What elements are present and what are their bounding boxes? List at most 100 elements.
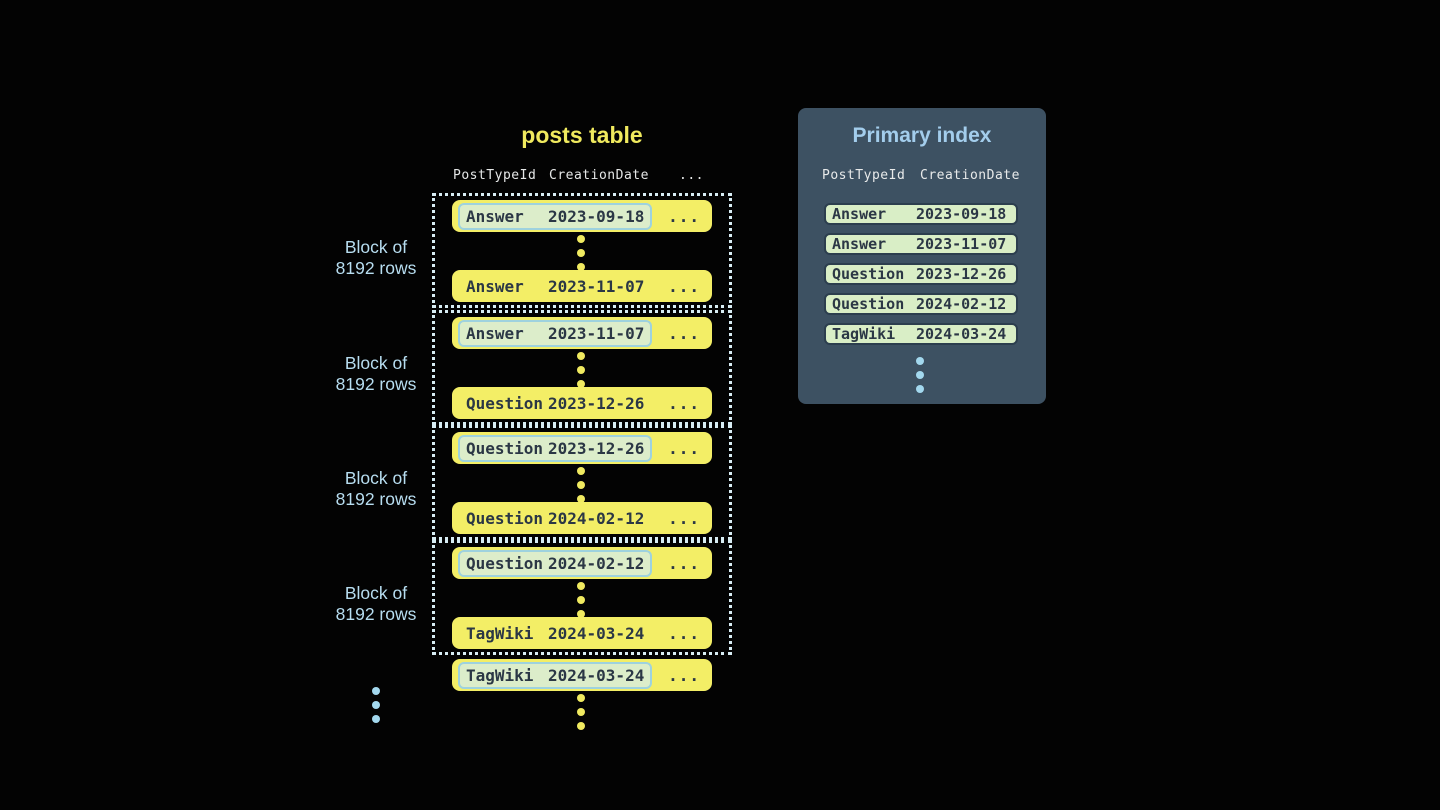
primary-index-title: Primary index — [852, 124, 992, 147]
dot — [577, 380, 585, 388]
table-row-block-first: Answer 2023-09-18 ... — [452, 200, 712, 232]
dot — [916, 357, 924, 365]
vertical-ellipsis-dots — [577, 352, 585, 388]
more-rows-dots — [577, 694, 585, 730]
row-posttypeid: Question — [466, 393, 544, 413]
row-ellipsis: ... — [668, 553, 700, 573]
row-creationdate: 2023-09-18 — [548, 206, 645, 226]
row-creationdate: 2023-12-26 — [548, 393, 645, 413]
dot — [577, 694, 585, 702]
block-label: Block of 8192 rows — [335, 353, 417, 394]
row-highlight-box: TagWiki 2024-03-24 — [458, 661, 653, 689]
dot — [577, 467, 585, 475]
row-ellipsis: ... — [668, 323, 700, 343]
table-row-block-last: Question 2023-12-26 ... — [452, 387, 712, 419]
row-cells: Answer 2023-11-07 — [458, 273, 652, 300]
more-blocks-dots — [372, 687, 380, 723]
index-row-posttypeid: Question — [832, 265, 905, 283]
index-row-creationdate: 2023-09-18 — [916, 205, 1007, 223]
index-row: Answer 2023-11-07 — [824, 233, 1018, 255]
index-row-posttypeid: Question — [832, 295, 905, 313]
table-row-block-first: Question 2023-12-26 ... — [452, 432, 712, 464]
index-row: Answer 2023-09-18 — [824, 203, 1018, 225]
row-posttypeid: Question — [466, 553, 544, 573]
row-creationdate: 2023-12-26 — [548, 438, 645, 458]
index-row-creationdate: 2023-12-26 — [916, 265, 1007, 283]
index-row-creationdate: 2024-02-12 — [916, 295, 1007, 313]
dot — [372, 687, 380, 695]
index-row-posttypeid: Answer — [832, 205, 887, 223]
table-row-block-last: Answer 2023-11-07 ... — [452, 270, 712, 302]
row-posttypeid: Answer — [466, 206, 524, 226]
row-creationdate: 2024-02-12 — [548, 508, 645, 528]
row-ellipsis: ... — [668, 665, 700, 685]
vertical-ellipsis-dots — [577, 467, 585, 503]
index-col-header-creationdate: CreationDate — [920, 168, 1020, 183]
dot — [577, 495, 585, 503]
dot — [577, 596, 585, 604]
row-creationdate: 2023-11-07 — [548, 276, 645, 296]
row-creationdate: 2024-02-12 — [548, 553, 645, 573]
more-index-entries-dots — [916, 357, 924, 393]
row-ellipsis: ... — [668, 206, 700, 226]
row-posttypeid: TagWiki — [466, 665, 534, 685]
row-creationdate: 2024-03-24 — [548, 665, 645, 685]
row-ellipsis: ... — [668, 276, 700, 296]
block-label: Block of 8192 rows — [335, 468, 417, 509]
dot — [916, 385, 924, 393]
block-box: Answer 2023-09-18 ... Answer 2023-11-07 … — [432, 193, 732, 308]
row-cells: Question 2024-02-12 — [458, 505, 652, 532]
table-row-overflow: TagWiki 2024-03-24 ... — [452, 659, 712, 691]
row-posttypeid: TagWiki — [466, 623, 534, 643]
row-highlight-box: Question 2023-12-26 — [458, 434, 653, 462]
dot — [372, 701, 380, 709]
block-box: Question 2023-12-26 ... Question 2024-02… — [432, 425, 732, 540]
row-cells: Question 2023-12-26 — [458, 390, 652, 417]
dot — [577, 366, 585, 374]
posts-col-header-creationdate: CreationDate — [549, 168, 649, 183]
table-row-block-first: Question 2024-02-12 ... — [452, 547, 712, 579]
dot — [577, 610, 585, 618]
row-ellipsis: ... — [668, 623, 700, 643]
row-creationdate: 2024-03-24 — [548, 623, 645, 643]
dot — [577, 249, 585, 257]
block-label: Block of 8192 rows — [335, 237, 417, 278]
row-ellipsis: ... — [668, 508, 700, 528]
posts-table-title: posts table — [521, 122, 643, 148]
primary-index-panel: Primary index PostTypeId CreationDate An… — [798, 108, 1046, 404]
index-col-header-posttypeid: PostTypeId — [822, 168, 906, 183]
posts-col-header-posttypeid: PostTypeId — [453, 168, 537, 183]
dot — [372, 715, 380, 723]
row-creationdate: 2023-11-07 — [548, 323, 645, 343]
vertical-ellipsis-dots — [577, 582, 585, 618]
row-posttypeid: Question — [466, 438, 544, 458]
row-highlight-box: Question 2024-02-12 — [458, 549, 653, 577]
vertical-ellipsis-dots — [577, 235, 585, 271]
posts-col-header-ellipsis: ... — [679, 168, 704, 183]
dot — [577, 235, 585, 243]
row-posttypeid: Answer — [466, 323, 524, 343]
index-row-creationdate: 2024-03-24 — [916, 325, 1007, 343]
dot — [577, 481, 585, 489]
dot — [577, 582, 585, 590]
row-posttypeid: Question — [466, 508, 544, 528]
table-row-block-last: TagWiki 2024-03-24 ... — [452, 617, 712, 649]
dot — [577, 722, 585, 730]
dot — [577, 352, 585, 360]
index-row: Question 2024-02-12 — [824, 293, 1018, 315]
block-box: Answer 2023-11-07 ... Question 2023-12-2… — [432, 310, 732, 425]
row-highlight-box: Answer 2023-09-18 — [458, 202, 653, 230]
row-highlight-box: Answer 2023-11-07 — [458, 319, 653, 347]
block-box: Question 2024-02-12 ... TagWiki 2024-03-… — [432, 540, 732, 655]
dot — [577, 263, 585, 271]
dot — [916, 371, 924, 379]
row-posttypeid: Answer — [466, 276, 524, 296]
index-row: Question 2023-12-26 — [824, 263, 1018, 285]
row-ellipsis: ... — [668, 438, 700, 458]
index-row-creationdate: 2023-11-07 — [916, 235, 1007, 253]
dot — [577, 708, 585, 716]
block-label: Block of 8192 rows — [335, 583, 417, 624]
table-row-block-last: Question 2024-02-12 ... — [452, 502, 712, 534]
index-row-posttypeid: Answer — [832, 235, 887, 253]
